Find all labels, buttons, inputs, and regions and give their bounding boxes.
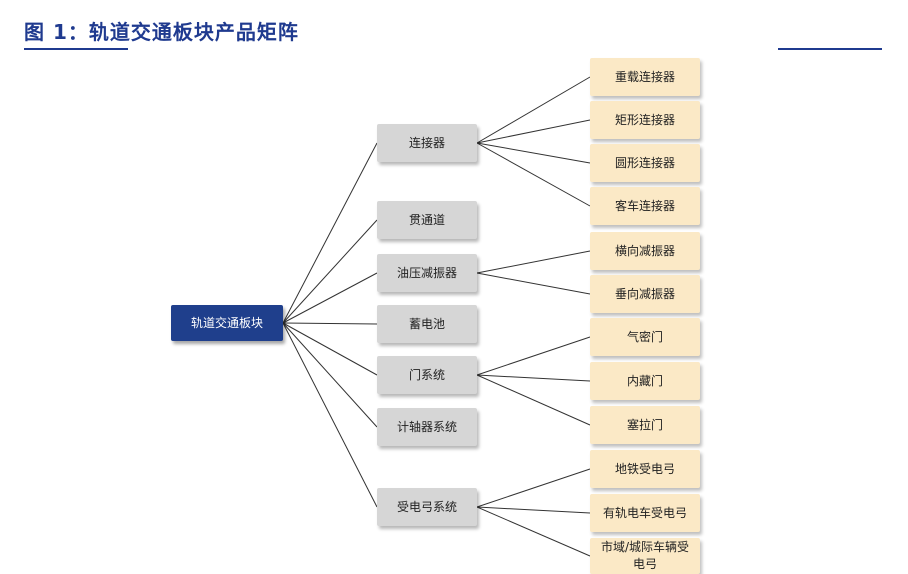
category-to-product-line bbox=[476, 76, 591, 144]
product-node: 圆形连接器 bbox=[590, 144, 700, 182]
product-node: 重载连接器 bbox=[590, 58, 700, 96]
category-to-product-line bbox=[476, 142, 591, 207]
root-to-category-line bbox=[282, 322, 378, 428]
category-node: 受电弓系统 bbox=[377, 488, 477, 526]
root-to-category-line bbox=[282, 322, 378, 376]
root-node: 轨道交通板块 bbox=[171, 305, 283, 341]
category-to-product-line bbox=[476, 374, 591, 382]
category-node: 计轴器系统 bbox=[377, 408, 477, 446]
category-node: 门系统 bbox=[377, 356, 477, 394]
figure-title: 图 1：轨道交通板块产品矩阵 bbox=[24, 20, 299, 44]
product-node: 内藏门 bbox=[590, 362, 700, 400]
root-to-category-line bbox=[282, 322, 378, 508]
product-node: 横向减振器 bbox=[590, 232, 700, 270]
category-to-product-line bbox=[476, 506, 591, 557]
product-node: 塞拉门 bbox=[590, 406, 700, 444]
title-underline-right bbox=[778, 48, 882, 50]
category-to-product-line bbox=[476, 119, 591, 144]
category-to-product-line bbox=[476, 468, 591, 508]
category-node: 贯通道 bbox=[377, 201, 477, 239]
category-to-product-line bbox=[476, 142, 591, 164]
root-to-category-line bbox=[282, 322, 378, 325]
category-to-product-line bbox=[476, 336, 591, 376]
category-node: 油压减振器 bbox=[377, 254, 477, 292]
category-node: 连接器 bbox=[377, 124, 477, 162]
product-node: 气密门 bbox=[590, 318, 700, 356]
title-underline-left bbox=[24, 48, 128, 50]
category-to-product-line bbox=[476, 506, 591, 514]
product-node: 市域/城际车辆受电弓 bbox=[590, 538, 700, 574]
category-to-product-line bbox=[476, 374, 591, 426]
product-node: 地铁受电弓 bbox=[590, 450, 700, 488]
product-node: 有轨电车受电弓 bbox=[590, 494, 700, 532]
root-to-category-line bbox=[282, 142, 378, 324]
root-to-category-line bbox=[282, 219, 378, 324]
root-to-category-line bbox=[282, 272, 378, 324]
product-node: 垂向减振器 bbox=[590, 275, 700, 313]
product-node: 客车连接器 bbox=[590, 187, 700, 225]
product-node: 矩形连接器 bbox=[590, 101, 700, 139]
category-node: 蓄电池 bbox=[377, 305, 477, 343]
category-to-product-line bbox=[476, 250, 591, 274]
category-to-product-line bbox=[476, 272, 591, 295]
